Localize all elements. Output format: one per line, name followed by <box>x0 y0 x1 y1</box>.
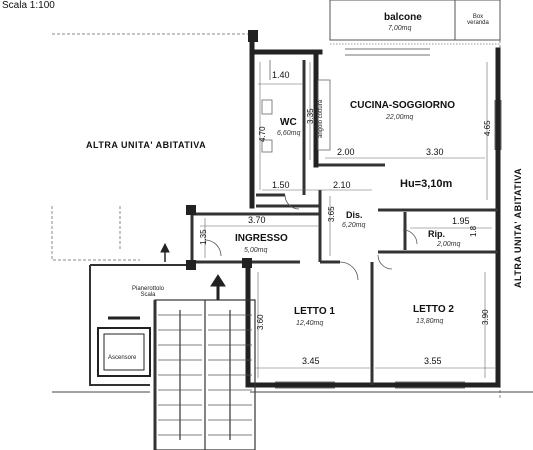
room-name-cucina: CUCINA-SOGGIORNO <box>350 100 455 111</box>
scale-label: Scala 1:100 <box>2 0 55 11</box>
neighbour-outline <box>51 33 501 400</box>
room-name-balcone: balcone <box>384 12 422 23</box>
dim-150: 1.50 <box>272 180 290 190</box>
height-label: Hu=3,10m <box>400 178 453 190</box>
room-area-ingresso: 5,00mq <box>244 247 268 254</box>
dim-135: 1.35 <box>199 229 208 245</box>
room-name-angolo: angolo cottura <box>318 99 324 138</box>
room-area-dis: 6,20mq <box>342 222 366 229</box>
room-name-dis: Dis. <box>346 210 363 220</box>
dimension-lines <box>200 62 495 378</box>
room-name-altra-left: ALTRA UNITA' ABITATIVA <box>86 140 207 150</box>
dim-wc-height: 4.70 <box>258 126 267 142</box>
room-name-pianerottolo: Pianerottolo Scala <box>131 286 165 298</box>
dim-345: 3.45 <box>302 356 320 366</box>
dim-390: 3.90 <box>481 309 490 325</box>
door-swings <box>204 194 418 281</box>
room-name-rip: Rip. <box>428 229 445 239</box>
dim-195: 1.95 <box>452 216 470 226</box>
room-area-cucina: 22,00mq <box>386 114 414 121</box>
room-name-ascensore: Ascensore <box>108 355 137 361</box>
room-name-ingresso: INGRESSO <box>235 233 288 244</box>
dim-wc-width: 1.40 <box>272 70 290 80</box>
dim-210: 2.10 <box>333 180 351 190</box>
arrow-up-icon <box>160 242 170 262</box>
dim-355: 3.55 <box>424 356 442 366</box>
dim-kitchen-right: 4.65 <box>483 120 492 136</box>
room-area-balcone: 7,00mq <box>388 25 412 32</box>
dim-18: 1.8 <box>469 225 478 237</box>
room-name-wc: WC <box>280 117 297 128</box>
room-name-altra-right: ALTRA UNITA' ABITATIVA <box>513 167 523 288</box>
arrow-up-icon <box>210 274 226 300</box>
balcony-outline <box>329 0 501 41</box>
dim-370: 3.70 <box>248 215 266 225</box>
room-name-letto2: LETTO 2 <box>413 304 454 315</box>
dim-kitchen-200: 2.00 <box>337 147 355 157</box>
dim-kitchen-left: 3.35 <box>306 108 315 124</box>
pillars <box>186 30 258 270</box>
room-area-wc: 6,60mq <box>277 130 301 137</box>
windows <box>275 48 502 389</box>
kitchen-counter <box>317 79 331 151</box>
room-name-box: Box veranda <box>467 14 489 26</box>
dim-365: 3.65 <box>327 206 336 222</box>
elevator <box>97 327 151 377</box>
stair-steps <box>158 314 252 436</box>
room-area-letto2: 13,80mq <box>416 318 444 325</box>
dim-360: 3.60 <box>256 314 265 330</box>
room-name-letto1: LETTO 1 <box>294 306 335 317</box>
room-area-letto1: 12,40mq <box>296 320 324 327</box>
room-area-rip: 2,00mq <box>437 241 461 248</box>
wc-fixtures <box>261 60 273 153</box>
landing-walls <box>89 264 190 386</box>
dim-kitchen-330: 3.30 <box>426 147 444 157</box>
